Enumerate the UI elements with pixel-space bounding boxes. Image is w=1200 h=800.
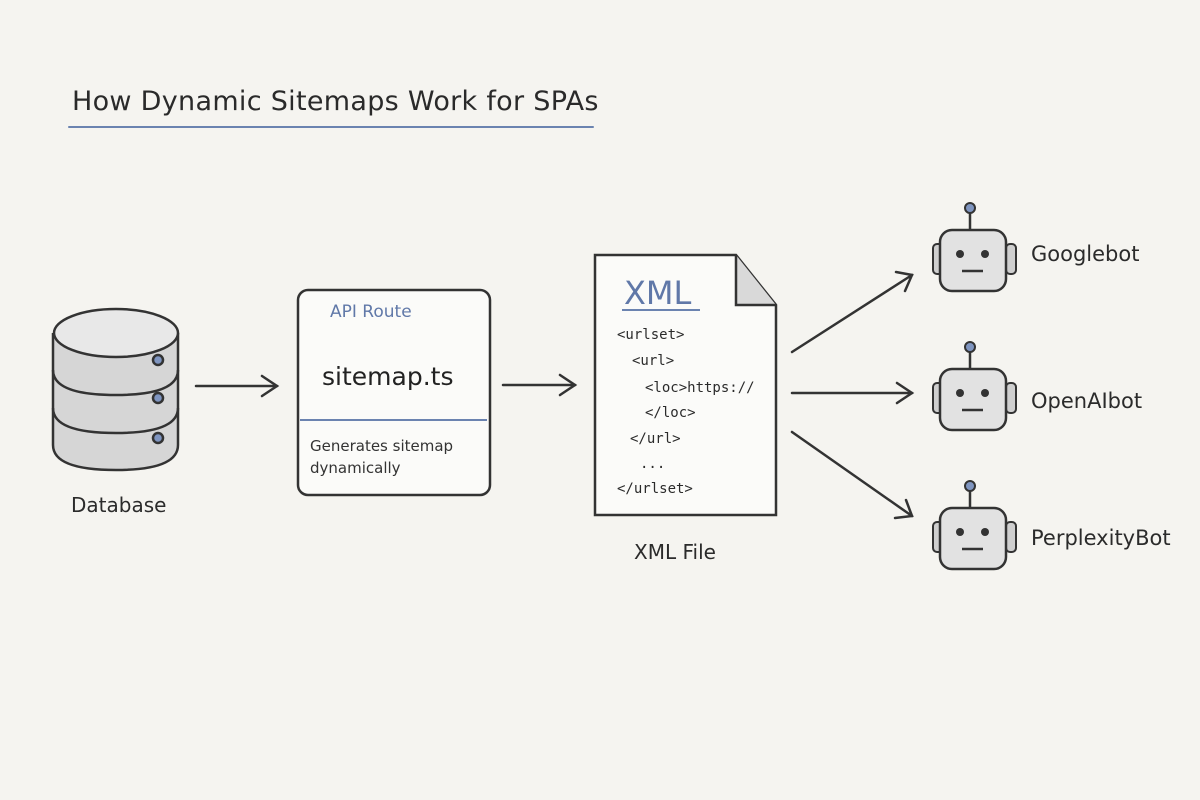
xml-code-line: </urlset> [617,481,693,497]
xml-code-line: </url> [630,431,681,447]
robot-icon [932,341,1017,432]
bot-name: OpenAIbot [1031,389,1143,413]
xml-code-line: <url> [632,353,675,369]
api-route-tag: API Route [330,302,412,322]
document-icon [593,253,778,517]
xml-code-line: <urlset> [617,327,685,343]
database-icon [51,307,180,472]
xml-code-line: </loc> [645,405,696,421]
xml-file-caption: XML File [634,540,716,564]
xml-file-title: XML [624,274,692,312]
bot-name: Googlebot [1031,242,1140,266]
api-route-description: Generates sitemap dynamically [310,437,454,477]
bot-name: PerplexityBot [1031,526,1171,550]
title-underline [68,126,594,128]
xml-code-line: <loc>https:// [645,380,755,396]
robot-icon [932,202,1017,293]
arrow-icon [194,270,915,520]
api-route-box [296,288,492,497]
page-title: How Dynamic Sitemaps Work for SPAs [72,86,599,117]
robot-icon [932,480,1017,571]
xml-code-line: ... [640,456,666,472]
database-label: Database [71,493,167,517]
api-route-file: sitemap.ts [322,362,454,391]
